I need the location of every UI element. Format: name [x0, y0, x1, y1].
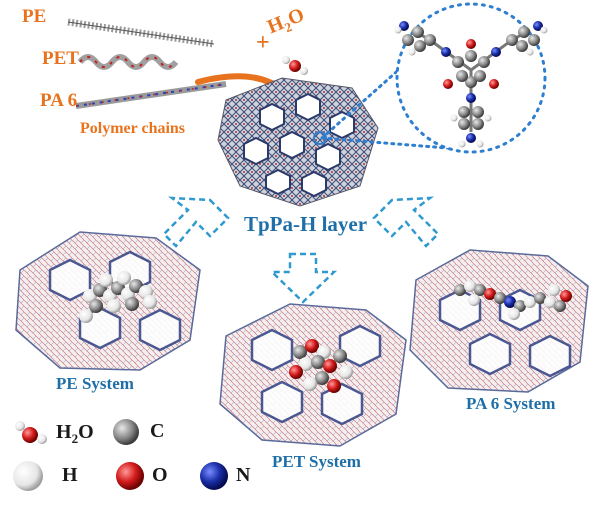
pet-system-label: PET System — [272, 452, 361, 471]
arrow-to-pa6 — [372, 196, 440, 248]
layer-label: TpPa-H layer — [244, 212, 368, 236]
pe-system-label: PE System — [56, 374, 134, 393]
legend-oxygen-label: O — [152, 464, 168, 486]
pet-system-model — [219, 303, 407, 447]
polymer-chains-caption: Polymer chains — [80, 120, 186, 137]
legend-water-sub: 2 — [71, 431, 79, 446]
legend-water-icon — [15, 421, 47, 444]
legend-oxygen-atom — [116, 462, 144, 490]
legend-nitrogen-label: N — [236, 464, 251, 486]
pe-label: PE — [22, 6, 47, 27]
legend-water-o: O — [78, 421, 94, 443]
pet-label: PET — [42, 48, 79, 69]
arrow-to-pe — [162, 196, 230, 248]
pa6-label: PA 6 — [40, 90, 78, 111]
pe-system-model — [15, 231, 201, 371]
arrow-to-pet — [268, 252, 338, 304]
legend-hydrogen-label: H — [62, 464, 78, 486]
legend-water-h: H — [56, 421, 72, 443]
legend-water-label: H2O — [56, 421, 94, 447]
pa6-system-label: PA 6 System — [466, 394, 556, 413]
legend-nitrogen-atom — [200, 462, 228, 490]
pa6-system-model — [409, 249, 589, 393]
plus-sign: + — [256, 30, 270, 56]
pet-chain — [77, 54, 179, 70]
pa6-chain — [75, 81, 227, 109]
legend-carbon-label: C — [150, 420, 165, 442]
legend-hydrogen-atom — [13, 461, 43, 491]
pe-chain — [67, 18, 215, 48]
tppa-h-layer — [217, 77, 379, 207]
tppa-molecule — [394, 21, 548, 148]
legend-carbon-atom — [113, 419, 139, 445]
water-molecule — [282, 56, 308, 75]
